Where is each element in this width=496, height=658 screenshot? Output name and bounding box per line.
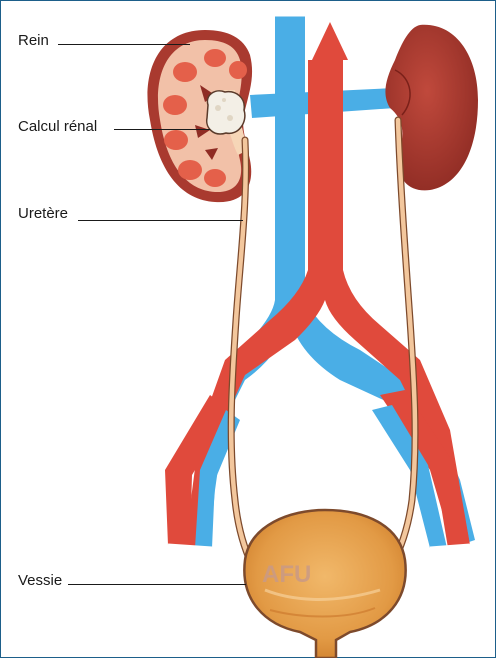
leader-kidney-stone: [114, 129, 210, 130]
label-bladder: Vessie: [18, 572, 62, 589]
leader-ureter: [78, 220, 243, 221]
leader-kidney: [58, 44, 190, 45]
label-kidney: Rein: [18, 32, 49, 49]
leader-bladder: [68, 584, 246, 585]
label-kidney-stone: Calcul rénal: [18, 118, 97, 135]
kidney-stone: [207, 91, 245, 134]
afu-watermark: AFU: [262, 561, 311, 588]
label-ureter: Uretère: [18, 205, 68, 222]
